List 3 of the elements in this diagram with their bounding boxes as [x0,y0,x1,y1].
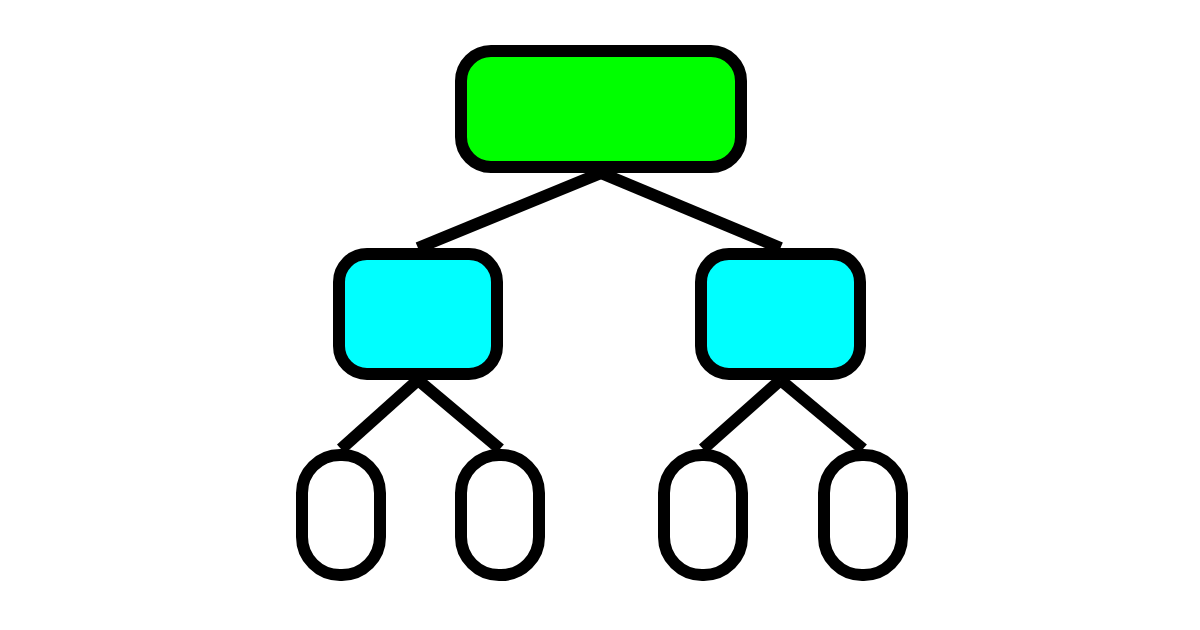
child-box [333,248,503,380]
child-box [695,248,866,380]
root-box [455,45,747,173]
